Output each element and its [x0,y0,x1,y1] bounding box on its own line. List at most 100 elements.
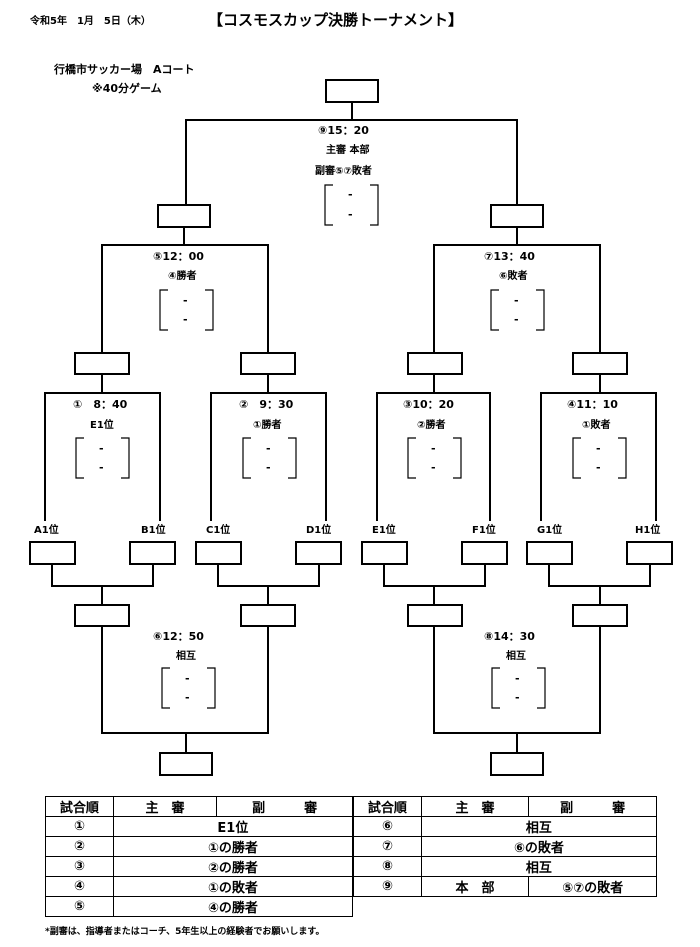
seed-label-c: C1位 [206,525,231,536]
header-order: 試合順 [45,796,114,817]
match-7-score-top: - [514,294,519,307]
seed-box-d [295,541,342,565]
table-row: ② ①の勝者 [45,836,354,857]
match-1-score-top: - [99,442,104,455]
table-row: ④ ①の敗者 [45,876,354,897]
qf-box-4 [572,352,628,375]
qf-box-2 [240,352,296,375]
match-9-score-top: - [348,188,353,201]
seed-box-a [29,541,76,565]
seed-label-a: A1位 [34,525,59,536]
header-main-referee: 主 審 [112,796,218,817]
lower-box-4 [572,604,628,627]
match-6-referee: 相互 [176,651,196,662]
referee-schedule-left: 試合順 主 審 副 審 ① E1位 ② ①の勝者 ③ ②の勝者 ④ ①の敗者 ⑤… [45,796,354,917]
lower-box-2 [240,604,296,627]
seed-label-h: H1位 [635,525,661,536]
venue-label: 行橋市サッカー場 Aコート [54,63,195,76]
date-label: 令和5年 1月 5日（木） [30,16,151,27]
header-sub-referee: 副 審 [216,796,353,817]
referee-cell: E1位 [112,816,354,837]
order-cell: ⑦ [353,836,422,857]
match-3-referee: ②勝者 [417,420,446,431]
qf-box-1 [74,352,130,375]
semifinal-left-box [157,204,211,228]
referee-cell: ④の勝者 [112,896,354,917]
seed-box-g [526,541,573,565]
order-cell: ⑧ [353,856,422,877]
seed-label-d: D1位 [306,525,332,536]
header-order: 試合順 [353,796,422,817]
match-1-score-bottom: - [99,461,104,474]
match-6-time: ⑥12：50 [153,630,204,643]
sub-referee-cell: ⑤⑦の敗者 [528,876,657,897]
table-row: ⑦ ⑥の敗者 [353,836,658,857]
seed-box-b [129,541,176,565]
match-1-referee: E1位 [90,420,114,431]
main-referee-cell: 本 部 [420,876,530,897]
winner-box [325,79,379,103]
match-2-score-bottom: - [266,461,271,474]
table-row: ① E1位 [45,816,354,837]
table-row: ⑤ ④の勝者 [45,896,354,917]
match-5-time: ⑤12：00 [153,250,204,263]
seed-box-h [626,541,673,565]
footnote: *副審は、指導者またはコーチ、5年生以上の経験者でお願いします。 [45,927,325,937]
match-2-time: ② 9：30 [239,398,294,411]
order-cell: ① [45,816,114,837]
referee-schedule-right: 試合順 主 審 副 審 ⑥ 相互 ⑦ ⑥の敗者 ⑧ 相互 ⑨ 本 部 ⑤⑦の敗者 [353,796,658,897]
match-6-score-top: - [185,672,190,685]
semifinal-right-box [490,204,544,228]
order-cell: ⑥ [353,816,422,837]
match-9-score-bottom: - [348,208,353,221]
table-header-row: 試合順 主 審 副 審 [353,796,657,817]
order-cell: ⑨ [353,876,422,897]
match-4-score-top: - [596,442,601,455]
header-sub-referee: 副 審 [528,796,657,817]
match-5-referee: ④勝者 [168,271,197,282]
referee-cell: ⑥の敗者 [420,836,658,857]
order-cell: ⑤ [45,896,114,917]
match-2-score-top: - [266,442,271,455]
seed-box-e [361,541,408,565]
order-cell: ② [45,836,114,857]
table-row: ⑥ 相互 [353,816,658,837]
referee-cell: ②の勝者 [112,856,354,877]
order-cell: ③ [45,856,114,877]
match-3-score-bottom: - [431,461,436,474]
referee-cell: 相互 [420,816,658,837]
header-main-referee: 主 審 [420,796,530,817]
match-2-referee: ①勝者 [253,420,282,431]
seed-label-b: B1位 [141,525,166,536]
match-8-time: ⑧14：30 [484,630,535,643]
match-3-time: ③10：20 [403,398,454,411]
seed-box-c [195,541,242,565]
lower-result-left-box [159,752,213,776]
seed-box-f [461,541,508,565]
match-9-main-referee: 主審 本部 [326,145,370,156]
referee-cell: ①の勝者 [112,836,354,857]
match-7-time: ⑦13：40 [484,250,535,263]
match-1-time: ① 8：40 [73,398,128,411]
match-7-score-bottom: - [514,313,519,326]
match-9-time: ⑨15：20 [318,124,369,137]
match-5-score-bottom: - [183,313,188,326]
game-duration-note: ※40分ゲーム [92,82,162,95]
order-cell: ④ [45,876,114,897]
match-4-score-bottom: - [596,461,601,474]
table-row: ③ ②の勝者 [45,856,354,877]
match-9-sub-referee: 副審⑤⑦敗者 [315,166,372,177]
match-3-score-top: - [431,442,436,455]
table-row: ⑨ 本 部 ⑤⑦の敗者 [353,876,657,897]
seed-label-e: E1位 [372,525,396,536]
referee-cell: 相互 [420,856,658,877]
lower-box-1 [74,604,130,627]
table-row: ⑧ 相互 [353,856,658,877]
seed-label-f: F1位 [472,525,496,536]
match-8-score-bottom: - [515,691,520,704]
match-5-score-top: - [183,294,188,307]
referee-cell: ①の敗者 [112,876,354,897]
seed-label-g: G1位 [537,525,563,536]
match-4-time: ④11：10 [567,398,618,411]
match-8-score-top: - [515,672,520,685]
